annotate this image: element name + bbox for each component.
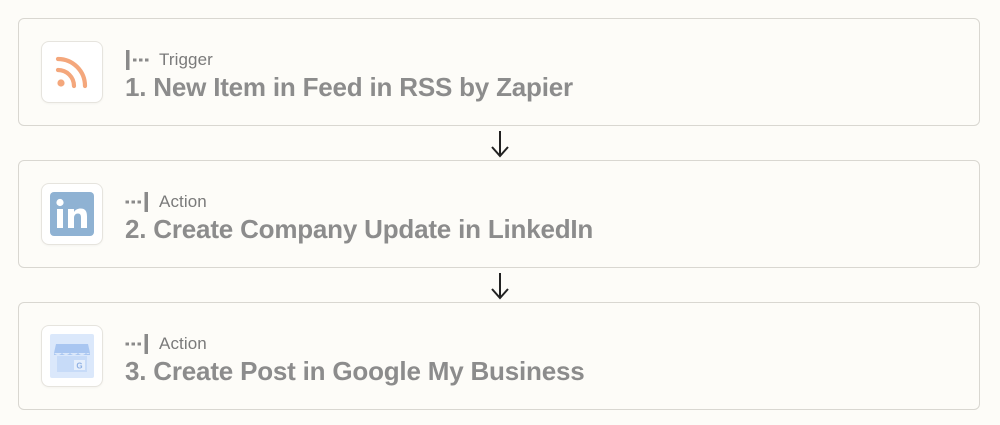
step-3-action[interactable]: G Action 3. Create Post in Google My Bus… [18,302,980,410]
trigger-icon [126,50,149,70]
linkedin-icon [41,183,103,245]
step-title: 3. Create Post in Google My Business [125,356,585,386]
step-kind: Trigger [125,49,213,71]
step-2-action[interactable]: Action 2. Create Company Update in Linke… [18,160,980,268]
step-title: 1. New Item in Feed in RSS by Zapier [125,72,573,102]
step-kind: Action [125,191,207,213]
step-kind-label: Action [159,192,207,211]
action-icon [125,192,148,212]
google-my-business-icon: G [41,325,103,387]
action-icon [125,334,148,354]
rss-icon [41,41,103,103]
step-kind-label: Trigger [159,50,213,69]
arrow-down-icon [491,131,509,158]
arrow-down-icon [491,273,509,300]
step-1-trigger[interactable]: Trigger 1. New Item in Feed in RSS by Za… [18,18,980,126]
svg-text:G: G [76,362,82,371]
step-kind: Action [125,333,207,355]
step-title: 2. Create Company Update in LinkedIn [125,214,594,244]
step-kind-label: Action [159,334,207,353]
